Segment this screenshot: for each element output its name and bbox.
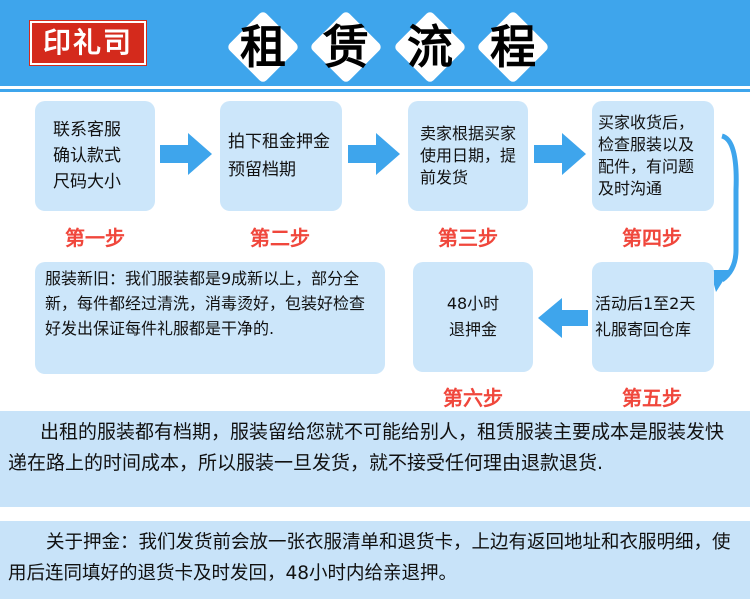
step4-box: 买家收货后，检查服装以及配件，有问题及时沟通	[592, 101, 714, 211]
policy-text: 出租的服装都有档期，服装留给您就不可能给别人，租赁服装主要成本是服装发快递在路上…	[8, 421, 725, 474]
stamp-logo: 印礼司	[29, 20, 147, 66]
step6-box: 48小时退押金	[413, 262, 533, 372]
step1-label: 第一步	[65, 226, 125, 250]
deposit-text: 关于押金：我们发货前会放一张衣服清单和退货卡，上边有返回地址和衣服明细，使用后连…	[8, 532, 731, 584]
step5-text: 活动后1至2天礼服寄回仓库	[595, 294, 696, 339]
step5-box: 活动后1至2天礼服寄回仓库	[592, 262, 714, 372]
step5-label: 第五步	[622, 386, 682, 410]
arrow-right-icon	[160, 133, 212, 175]
step4-text: 买家收货后，检查服装以及配件，有问题及时沟通	[598, 113, 695, 198]
step6-text: 48小时退押金	[446, 294, 500, 339]
policy-band: 出租的服装都有档期，服装留给您就不可能给别人，租赁服装主要成本是服装发快递在路上…	[0, 411, 750, 507]
step6-label: 第六步	[443, 386, 503, 410]
note-text: 服装新旧：我们服装都是9成新以上，部分全新，每件都经过清洗，消毒烫好，包装好检查…	[45, 269, 366, 338]
note-box: 服装新旧：我们服装都是9成新以上，部分全新，每件都经过清洗，消毒烫好，包装好检查…	[35, 262, 385, 374]
step4-label: 第四步	[622, 226, 682, 250]
step1-text: 联系客服确认款式尺码大小	[53, 120, 121, 192]
title-char: 租	[225, 9, 301, 85]
arrow-left-icon	[538, 298, 588, 338]
title-char: 流	[392, 9, 468, 85]
step3-box: 卖家根据买家使用日期，提前发货	[408, 101, 528, 211]
title-text: 赁	[323, 20, 369, 74]
step2-label: 第二步	[250, 226, 310, 250]
step2-text: 拍下租金押金预留档期	[228, 132, 330, 180]
arrow-right-icon	[348, 133, 400, 175]
arrow-curve-down-icon	[710, 133, 739, 292]
arrow-right-icon	[534, 133, 586, 175]
deposit-band: 关于押金：我们发货前会放一张衣服清单和退货卡，上边有返回地址和衣服明细，使用后连…	[0, 521, 750, 599]
step3-label: 第三步	[438, 226, 498, 250]
title-char: 程	[475, 9, 551, 85]
title-char: 赁	[308, 9, 384, 85]
title-text: 租	[240, 20, 286, 74]
title-text: 流	[407, 20, 453, 74]
step3-text: 卖家根据买家使用日期，提前发货	[420, 124, 517, 187]
divider	[0, 89, 750, 92]
step2-box: 拍下租金押金预留档期	[220, 101, 342, 211]
step1-box: 联系客服确认款式尺码大小	[35, 101, 155, 211]
title-text: 程	[490, 20, 536, 74]
